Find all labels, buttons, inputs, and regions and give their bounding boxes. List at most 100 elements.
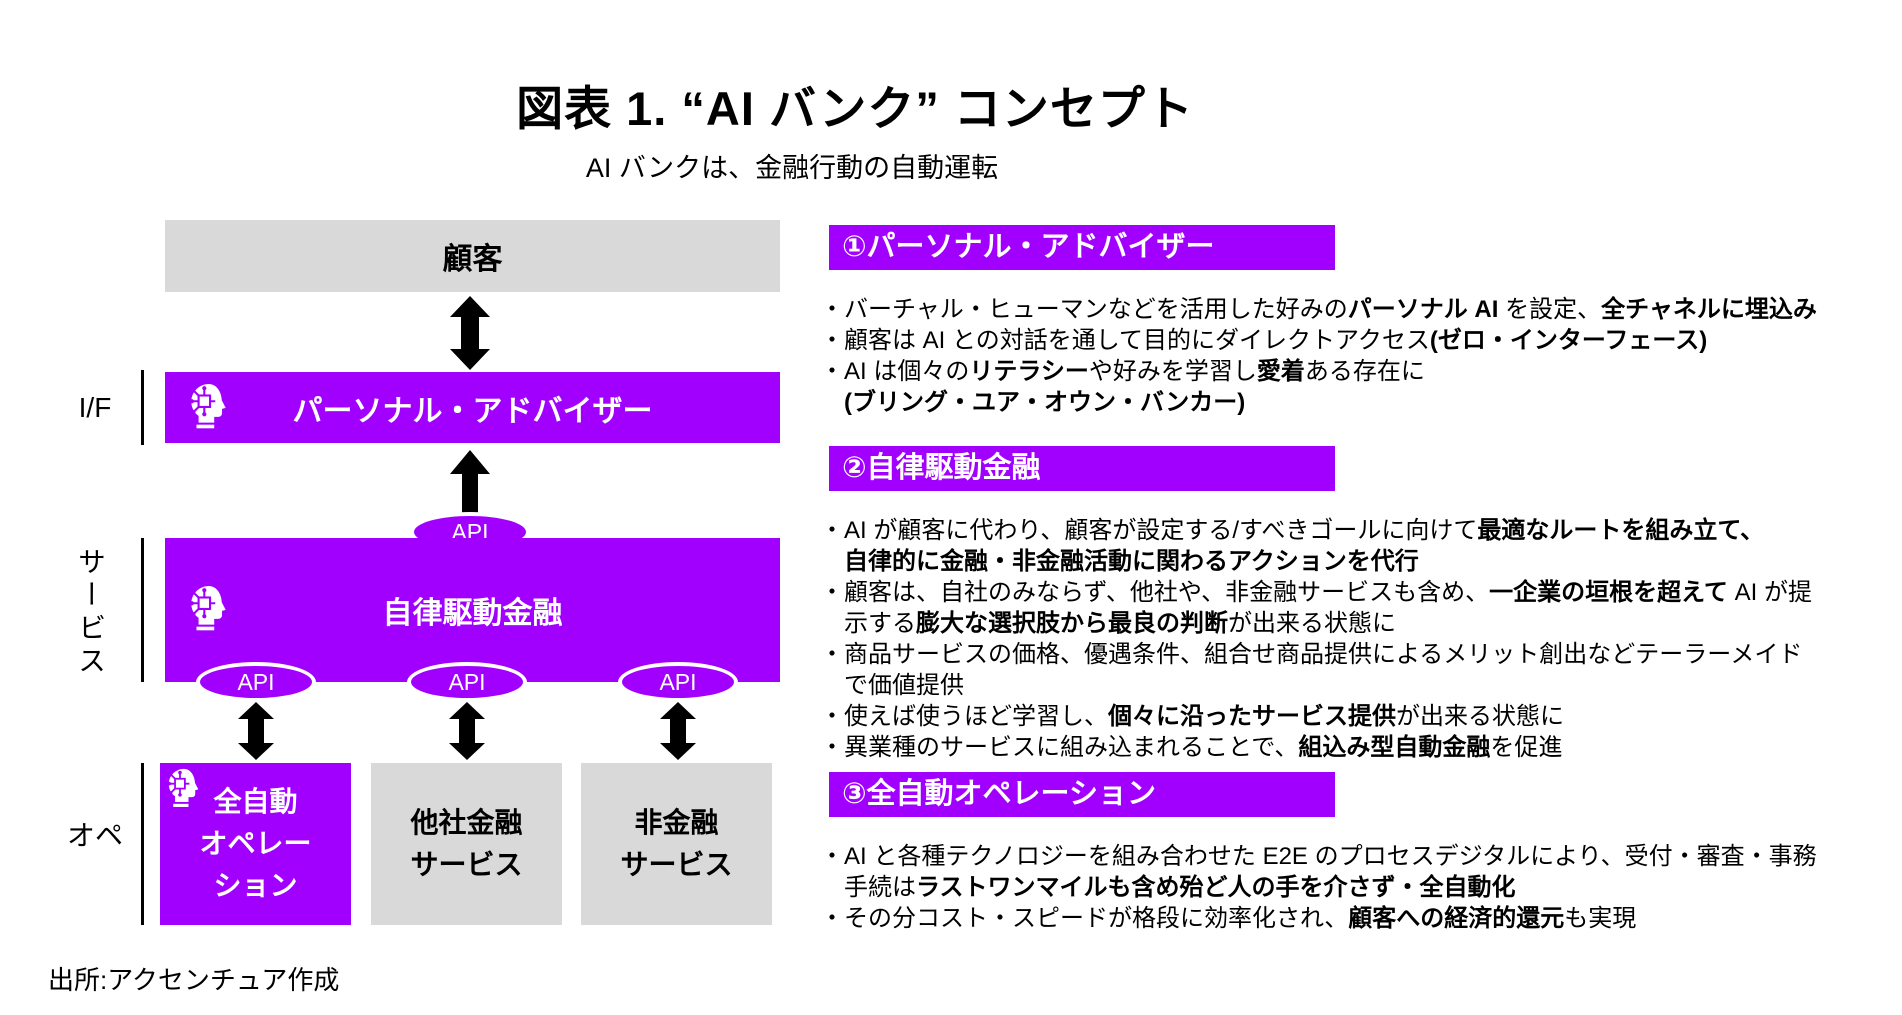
ai-head-icon: [189, 586, 226, 631]
bullet-text: で価値提供: [844, 672, 964, 699]
bullet-text-bold: 最適なルートを組み立て、: [1477, 517, 1765, 544]
bullet-line: で価値提供: [844, 670, 1846, 701]
double-arrow-icon: [660, 702, 696, 760]
layer-label-if: I/F: [78, 392, 112, 423]
bullet-marker: ・: [820, 579, 844, 606]
bullet-text: が出来る状態に: [1396, 703, 1564, 730]
bullet-text-bold: パーソナル AI: [1347, 296, 1506, 323]
source-note: 出所:アクセンチュア作成: [48, 965, 340, 995]
section-body: ・バーチャル・ヒューマンなどを活用した好みのパーソナル AI を設定、全チャネル…: [816, 294, 1846, 418]
other-company-finance-label: 他社金融 サービス: [410, 807, 523, 880]
section-autonomous-finance: ②自律駆動金融 ・AI が顧客に代わり、顧客が設定する/すべきゴールに向けて最適…: [816, 446, 1846, 763]
bullet-line: ・商品サービスの価格、優遇条件、組合せ商品提供によるメリット創出などテーラーメイ…: [820, 639, 1846, 670]
bullet-line: ・AI は個々のリテラシーや好みを学習し愛着ある存在に: [820, 356, 1846, 387]
bullet-text-bold: 組込み型自動金融: [1298, 734, 1491, 761]
bullet-text: AI は個々の: [844, 358, 970, 385]
bullet-text-bold: (ブリング・ユア・オウン・バンカー): [844, 389, 1246, 416]
ai-head-icon: [189, 383, 226, 428]
bullet-text: 商品サービスの価格、優遇条件、組合せ商品提供によるメリット創出などテーラーメイド: [844, 641, 1803, 668]
bullet-text-bold: 個々に沿ったサービス提供: [1108, 703, 1396, 730]
api-label: API: [237, 668, 275, 695]
section-header: ①パーソナル・アドバイザー: [829, 225, 1335, 270]
bullet-line: ・AI が顧客に代わり、顧客が設定する/すべきゴールに向けて最適なルートを組み立…: [820, 515, 1846, 546]
bullet-text: 異業種のサービスに組み込まれることで、: [844, 734, 1299, 761]
bullet-marker: ・: [820, 905, 844, 932]
bullet-marker: ・: [820, 703, 844, 730]
bullet-text: AI が提: [1727, 579, 1812, 606]
full-auto-operation-box: 全自動 オペレー ション: [160, 763, 351, 925]
bullet-text: が出来る状態に: [1228, 610, 1396, 637]
bullet-text: バーチャル・ヒューマンなどを活用した好みの: [844, 296, 1348, 323]
section-full-auto-operation: ③全自動オペレーション ・AI と各種テクノロジーを組み合わせた E2E のプロ…: [816, 772, 1846, 934]
bullet-text: や好みを学習し: [1088, 358, 1257, 385]
bullet-line: ・顧客は AI との対話を通して目的にダイレクトアクセス(ゼロ・インターフェース…: [820, 325, 1846, 356]
section-header: ③全自動オペレーション: [829, 772, 1335, 817]
bullet-text: 示する: [844, 610, 916, 637]
layer-divider-if: [141, 370, 144, 445]
up-arrow-icon: [450, 450, 490, 514]
bullet-text: を促進: [1490, 734, 1563, 761]
other-company-finance-box: 他社金融 サービス: [371, 763, 562, 925]
personal-advisor-label: パーソナル・アドバイザー: [292, 394, 653, 428]
bullet-text-bold: 膨大な選択肢から最良の判断: [916, 610, 1228, 637]
bullet-line: 自律的に金融・非金融活動に関わるアクションを代行: [844, 546, 1846, 577]
bullet-line: ・AI と各種テクノロジーを組み合わせた E2E のプロセスデジタルにより、受付…: [820, 841, 1846, 872]
layer-divider-ope: [141, 763, 144, 925]
bullet-text-bold: ラストワンマイルも含め殆ど人の手を介さず・全自動化: [916, 874, 1516, 901]
layer-label-service: サービス: [75, 547, 106, 679]
bullet-line: ・使えば使うほど学習し、個々に沿ったサービス提供が出来る状態に: [820, 701, 1846, 732]
api-connector-middle: API: [407, 662, 527, 702]
bullet-marker: ・: [820, 734, 844, 761]
bullet-text-bold: 愛着: [1256, 358, 1305, 385]
full-auto-operation-label: 全自動 オペレー ション: [199, 786, 312, 901]
bullet-text-bold: (ゼロ・インターフェース): [1429, 327, 1708, 354]
bullet-text: その分コスト・スピードが格段に効率化され、: [844, 905, 1349, 932]
api-connector-left: API: [196, 662, 316, 702]
bullet-text: 顧客は、自社のみならず、他社や、非金融サービスも含め、: [844, 579, 1490, 606]
bullet-text: AI と各種テクノロジーを組み合わせた E2E のプロセスデジタルにより、受付・…: [844, 843, 1817, 870]
ai-head-icon: [167, 768, 199, 807]
api-connector-right: API: [618, 662, 738, 702]
bullet-marker: ・: [820, 358, 844, 385]
autonomous-finance-label: 自律駆動金融: [382, 597, 563, 630]
bullet-text-bold: 顧客への経済的還元: [1348, 905, 1565, 932]
non-finance-label: 非金融 サービス: [620, 807, 733, 880]
section-body: ・AI と各種テクノロジーを組み合わせた E2E のプロセスデジタルにより、受付…: [816, 841, 1846, 934]
customer-box-label: 顧客: [442, 243, 503, 276]
double-arrow-icon: [450, 296, 490, 370]
figure-subtitle: AI バンクは、金融行動の自動運転: [585, 153, 999, 183]
bullet-text: 使えば使うほど学習し、: [844, 703, 1108, 730]
bullet-text-bold: 自律的に金融・非金融活動に関わるアクションを代行: [844, 548, 1419, 575]
section-personal-advisor: ①パーソナル・アドバイザー ・バーチャル・ヒューマンなどを活用した好みのパーソナ…: [816, 225, 1846, 418]
bullet-marker: ・: [820, 641, 844, 668]
bullet-line: ・その分コスト・スピードが格段に効率化され、顧客への経済的還元も実現: [820, 903, 1846, 934]
layer-label-ope: オペ: [66, 820, 123, 851]
personal-advisor-box: パーソナル・アドバイザー: [165, 372, 780, 443]
non-finance-box: 非金融 サービス: [581, 763, 772, 925]
api-label: API: [659, 668, 697, 695]
bullet-text: ある存在に: [1304, 358, 1425, 385]
bullet-marker: ・: [820, 327, 844, 354]
bullet-text: 顧客は AI との対話を通して目的にダイレクトアクセス: [844, 327, 1430, 354]
bullet-text: を設定、: [1505, 296, 1602, 323]
bullet-marker: ・: [820, 843, 844, 870]
bullet-line: ・バーチャル・ヒューマンなどを活用した好みのパーソナル AI を設定、全チャネル…: [820, 294, 1846, 325]
bullet-marker: ・: [820, 517, 844, 544]
section-body: ・AI が顧客に代わり、顧客が設定する/すべきゴールに向けて最適なルートを組み立…: [816, 515, 1846, 763]
bullet-text-bold: 全チャネルに埋込み: [1601, 296, 1817, 323]
layer-divider-service: [141, 538, 144, 682]
bullet-text: AI が顧客に代わり、顧客が設定する/すべきゴールに向けて: [844, 517, 1478, 544]
figure-title: 図表 1. “AI バンク” コンセプト: [516, 82, 1194, 135]
double-arrow-icon: [238, 702, 274, 760]
api-label: API: [448, 668, 486, 695]
bullet-line: 手続はラストワンマイルも含め殆ど人の手を介さず・全自動化: [844, 872, 1846, 903]
customer-box: 顧客: [165, 220, 780, 292]
double-arrow-icon: [449, 702, 485, 760]
bullet-line: 示する膨大な選択肢から最良の判断が出来る状態に: [844, 608, 1846, 639]
section-header: ②自律駆動金融: [829, 446, 1335, 491]
bullet-marker: ・: [820, 296, 844, 323]
bullet-line: ・異業種のサービスに組み込まれることで、組込み型自動金融を促進: [820, 732, 1846, 763]
bullet-text-bold: 一企業の垣根を超えて: [1489, 579, 1728, 606]
bullet-line: ・顧客は、自社のみならず、他社や、非金融サービスも含め、一企業の垣根を超えて A…: [820, 577, 1846, 608]
